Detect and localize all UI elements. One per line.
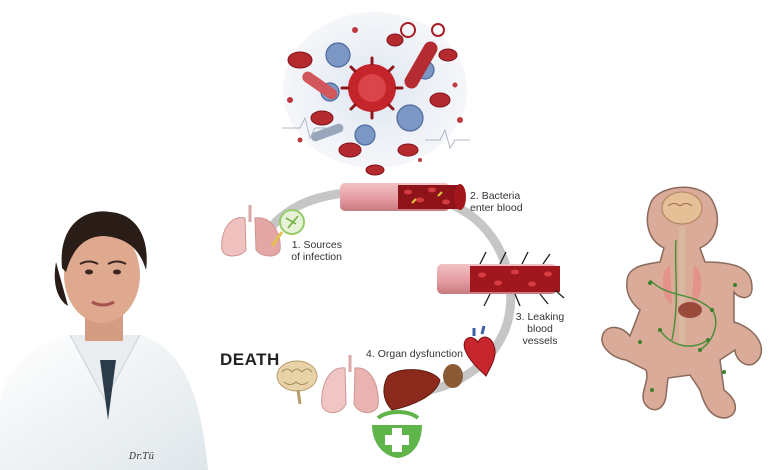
- bacteria-magnifier-icon: [270, 209, 305, 247]
- step-1-number: 1.: [291, 239, 301, 251]
- step-1-text-line2: of infection: [291, 251, 342, 263]
- step-4-text-line1: Organ dysfunction: [377, 348, 463, 360]
- step-2-text-line1: Bacteria: [481, 190, 521, 202]
- infant-anatomy-illustration: [601, 186, 763, 419]
- step-4-number: 4.: [366, 348, 375, 360]
- kidney-icon: [443, 364, 463, 388]
- step-3-text-line1: Leaking: [527, 311, 565, 323]
- doctor-portrait: [0, 211, 208, 470]
- step-3-label: 3. Leaking blood vessels: [510, 311, 570, 347]
- step-3-text-line3: vessels: [522, 335, 558, 347]
- step-3-number: 3.: [515, 311, 525, 323]
- step-3-text-line2: blood: [527, 323, 553, 335]
- blood-vessel-icon: [340, 183, 466, 211]
- leaking-vessel-icon: [437, 251, 565, 307]
- step-2-text-line2: enter blood: [470, 202, 523, 214]
- virus-icon: [340, 56, 404, 120]
- coat-badge: Dr.Tü: [129, 452, 155, 462]
- medical-cross-logo: [372, 410, 422, 458]
- brain-icon: [276, 360, 318, 405]
- step-2-label: 2. Bacteria enter blood: [470, 190, 550, 214]
- step-2-number: 2.: [470, 190, 479, 202]
- liver-icon: [383, 369, 441, 411]
- lungs-icon: [221, 205, 281, 257]
- step-1-label: 1. Sources of infection: [272, 239, 342, 263]
- step-1-text-line1: Sources: [303, 239, 342, 251]
- pathogen-cluster-illustration: [282, 12, 470, 176]
- step-4-label: 4. Organ dysfunction: [366, 348, 486, 360]
- death-label: DEATH: [220, 350, 280, 369]
- heart-icon: [463, 325, 496, 377]
- lungs-icon-organs: [321, 355, 379, 413]
